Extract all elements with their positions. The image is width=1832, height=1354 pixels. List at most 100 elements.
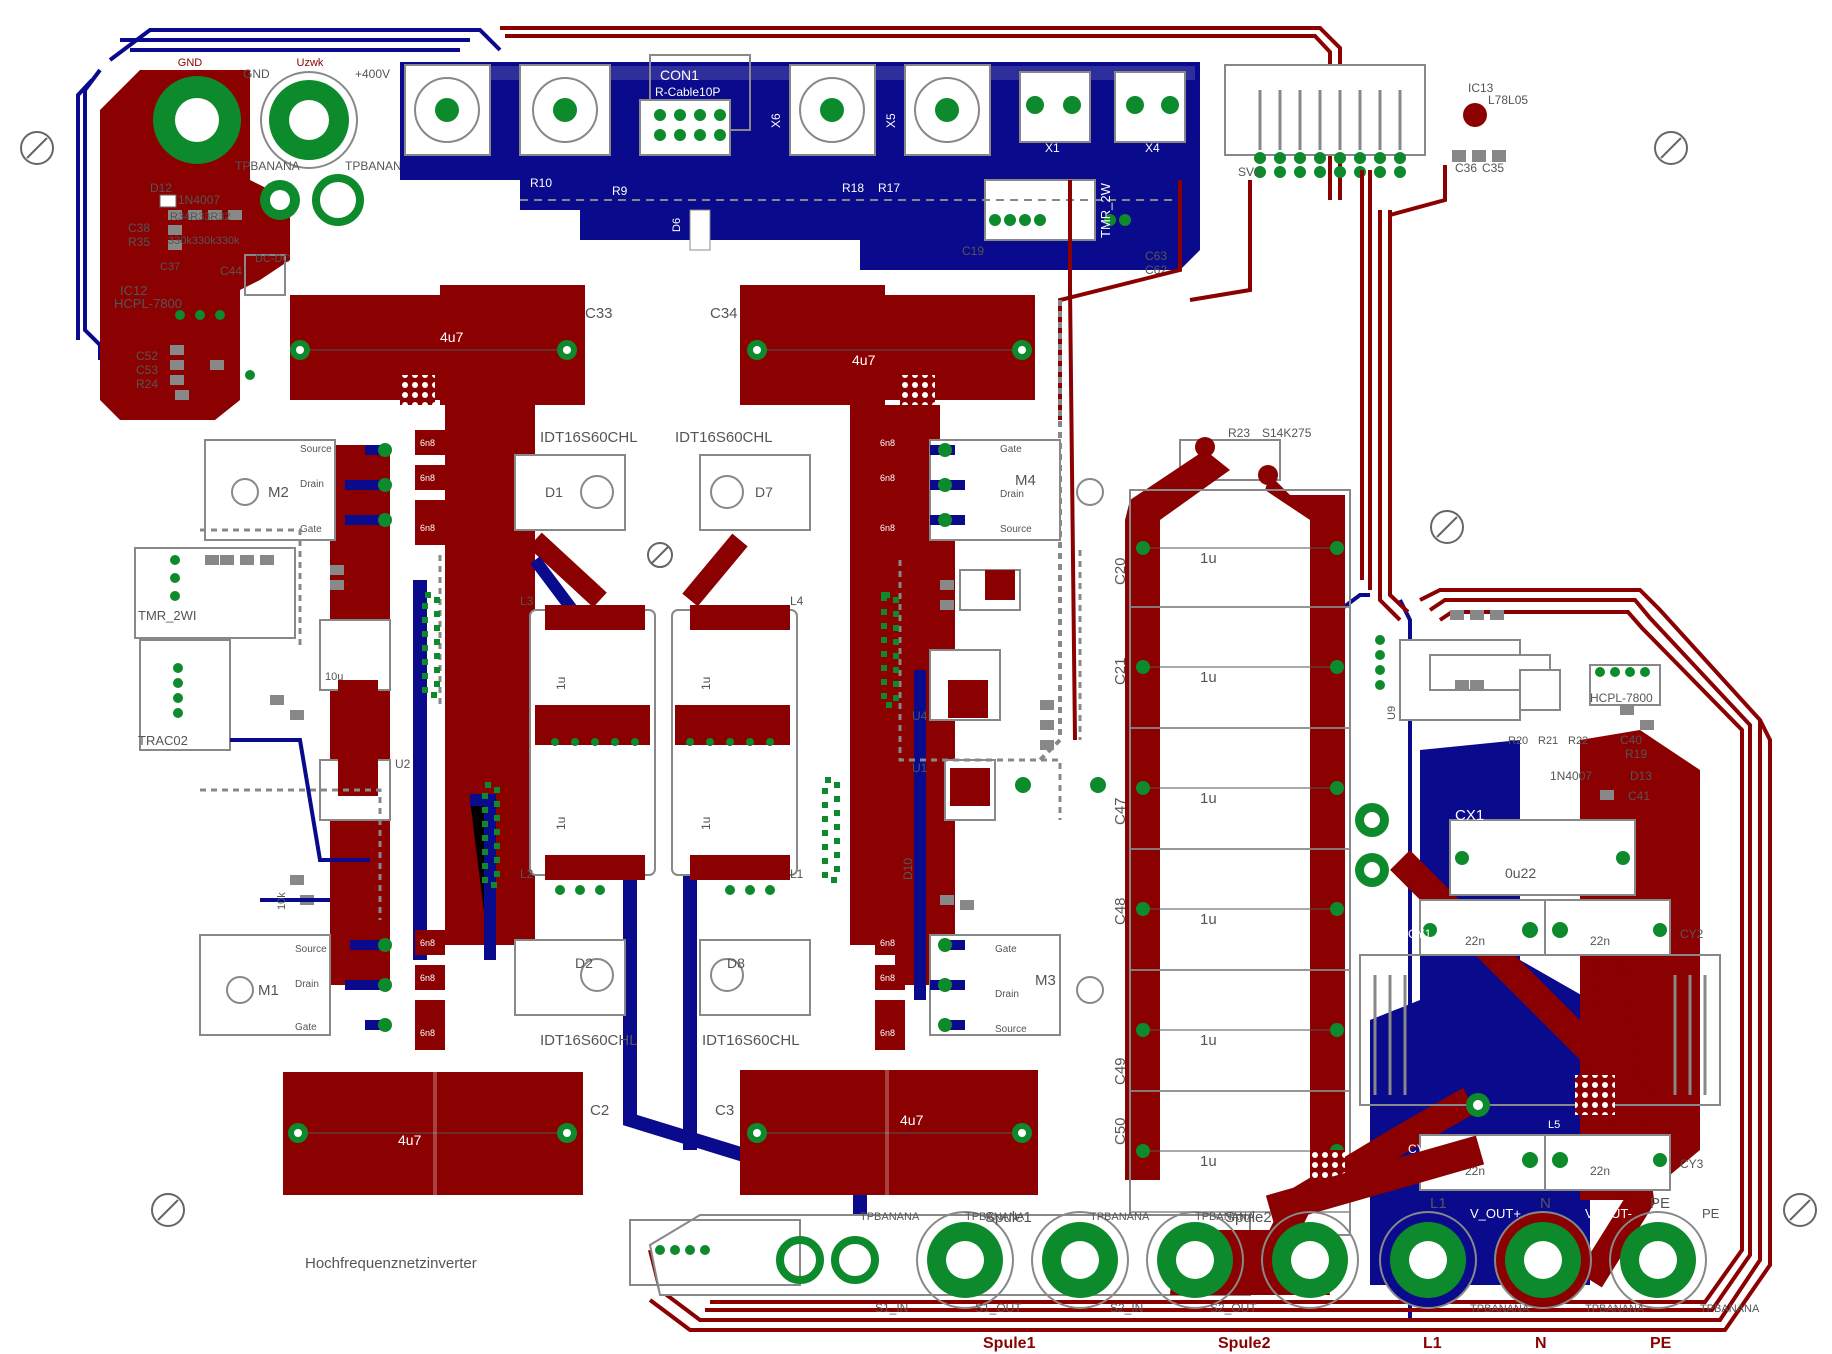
- snubber-label-12: 6n8: [880, 1028, 895, 1038]
- tpb-label-1: TPBANANA: [860, 1211, 920, 1223]
- c19-label: C19: [962, 244, 984, 258]
- cy2-value: 22n: [1590, 934, 1610, 948]
- snubber-label-10: 6n8: [880, 938, 895, 948]
- r19-label: R19: [1625, 747, 1647, 761]
- measurement-right: [1375, 610, 1661, 800]
- idt-label-4: IDT16S60CHL: [702, 1032, 800, 1049]
- c48-value: 1u: [1200, 911, 1217, 928]
- r9-label: R9: [612, 184, 628, 198]
- mounting-holes: [20, 131, 1817, 1227]
- tpbanana-label-2: TPBANANA: [345, 159, 410, 173]
- d10-label: D10: [901, 858, 915, 880]
- top-left-smd: [159, 194, 286, 400]
- filter-area: [1257, 730, 1721, 1288]
- u2-label: U2: [395, 757, 411, 771]
- snubber-label-8: 6n8: [420, 973, 435, 983]
- cx1-value: 0u22: [1505, 865, 1536, 881]
- l1-value: 1u: [699, 817, 713, 830]
- l2-value: 1u: [554, 817, 568, 830]
- c34-value: 4u7: [852, 352, 876, 368]
- s1-out-label: S1_OUT: [975, 1301, 1022, 1315]
- spule1-top-label: Spule1: [985, 1209, 1032, 1226]
- c2-value: 4u7: [398, 1132, 422, 1148]
- r17-label: R17: [878, 181, 900, 195]
- c47-value: 1u: [1200, 790, 1217, 807]
- m2-source: Source: [300, 444, 332, 455]
- snubber-label-7: 6n8: [420, 938, 435, 948]
- l4-value: 1u: [699, 677, 713, 690]
- d13-label: D13: [1630, 769, 1652, 783]
- m2-label: M2: [268, 484, 289, 501]
- dc-link-caps: [1125, 450, 1351, 1236]
- r-values: R34R33R32: [170, 211, 231, 223]
- c44-label: C44: [220, 264, 242, 278]
- m2-gate: Gate: [300, 524, 322, 535]
- x6-label: X6: [769, 113, 783, 128]
- c21-value: 1u: [1200, 669, 1217, 686]
- r10-label: R10: [530, 176, 552, 190]
- ic12-label: IC12: [120, 283, 147, 298]
- x1-label: X1: [1045, 141, 1060, 155]
- x5-label: X5: [884, 113, 898, 128]
- gate-driver-right: [822, 550, 1106, 910]
- idt-label-3: IDT16S60CHL: [540, 1032, 638, 1049]
- cap-c34: [740, 285, 1035, 405]
- snubber-label-11: 6n8: [880, 973, 895, 983]
- trac02-label: TRAC02: [138, 733, 188, 748]
- l1-label: L1: [790, 867, 804, 881]
- d13-type: 1N4007: [1550, 769, 1592, 783]
- m2-drain: Drain: [300, 479, 324, 490]
- s2-in-label: S2_IN: [1110, 1301, 1143, 1315]
- d7-label: D7: [755, 484, 773, 500]
- c33-value: 4u7: [440, 329, 464, 345]
- tpb-label-5: TPBANANA: [1470, 1303, 1530, 1315]
- c21-label: C21: [1112, 657, 1129, 685]
- d1-label: D1: [545, 484, 563, 500]
- snubber-label-6: 6n8: [880, 523, 895, 533]
- d12-label: D12: [150, 181, 172, 195]
- pe-small-label: PE: [1702, 1206, 1720, 1221]
- tpb-label-4: TPBANANA: [1195, 1211, 1255, 1223]
- c52-label: C52: [136, 349, 158, 363]
- c20-label: C20: [1112, 557, 1129, 585]
- c50-value: 1u: [1200, 1153, 1217, 1170]
- diodes: [514, 454, 811, 1016]
- sv1-label: SV1: [1238, 165, 1261, 179]
- l3-value: 1u: [554, 677, 568, 690]
- c36-label: C36: [1455, 161, 1477, 175]
- u4-label: U4: [912, 709, 928, 723]
- cap-c33: [290, 285, 585, 405]
- m1-source: Source: [295, 944, 327, 955]
- r22-label: R22: [1568, 735, 1588, 747]
- c47-label: C47: [1112, 797, 1129, 825]
- snubber-caps: [415, 430, 905, 1050]
- c14-value: 10u: [325, 671, 343, 683]
- s2-out-label: S2_OUT: [1210, 1301, 1257, 1315]
- m4-label: M4: [1015, 472, 1036, 489]
- c40-label: C40: [1620, 733, 1642, 747]
- spule2-top-label: Spule2: [1225, 1209, 1272, 1226]
- c41-label: C41: [1628, 789, 1650, 803]
- hcpl-label: HCPL-7800: [114, 296, 182, 311]
- c33-label: C33: [585, 305, 613, 322]
- d12-type: 1N4007: [178, 193, 220, 207]
- c49-value: 1u: [1200, 1032, 1217, 1049]
- idt-label-2: IDT16S60CHL: [675, 429, 773, 446]
- v400-label: +400V: [355, 67, 390, 81]
- cap-c3: [740, 1070, 1038, 1195]
- snubber-label-3: 6n8: [420, 523, 435, 533]
- tmr2wi-label: TMR_2WI: [138, 608, 197, 623]
- n-bottom-label: N: [1535, 1335, 1547, 1352]
- con1-label: CON1: [660, 67, 699, 83]
- c38-label: C38: [128, 221, 150, 235]
- gate-driver-left: [134, 528, 500, 920]
- tpbanana-label-1: TPBANANA: [235, 159, 300, 173]
- m4-gate: Gate: [1000, 444, 1022, 455]
- gnd-area: [100, 70, 364, 420]
- inductor-vias: [551, 738, 775, 895]
- snubber-label-4: 6n8: [880, 438, 895, 448]
- s1-in-label: S1_IN: [875, 1301, 908, 1315]
- m4-drain: Drain: [1000, 489, 1024, 500]
- pe-top-label: PE: [1650, 1195, 1670, 1212]
